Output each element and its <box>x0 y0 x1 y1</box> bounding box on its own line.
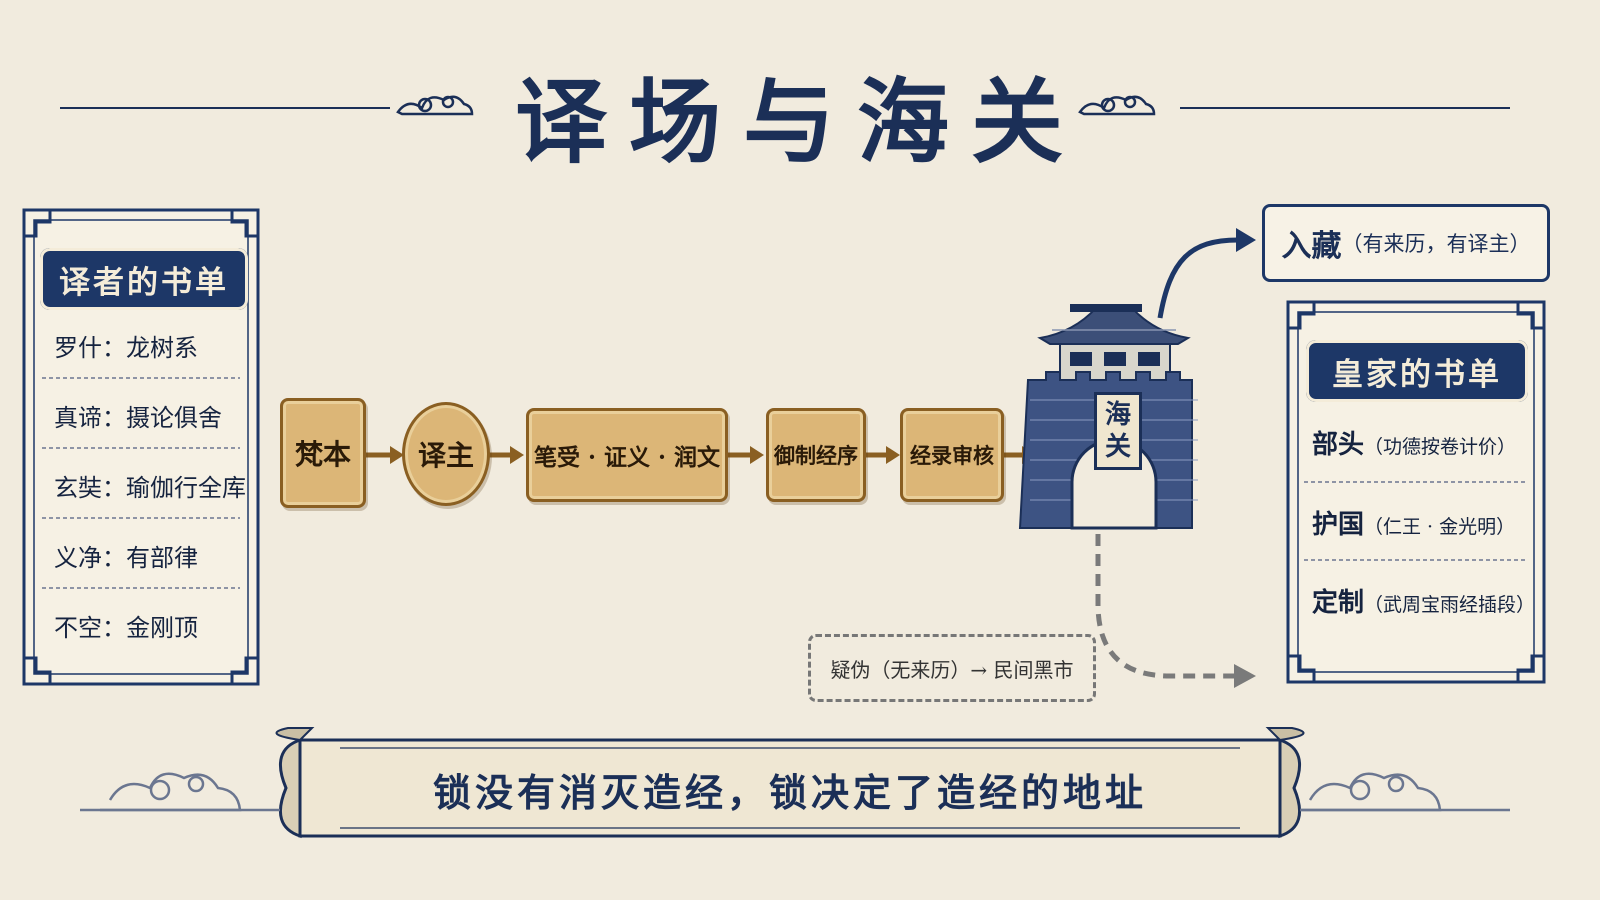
flow-step-imperial-preface: 御制经序 <box>766 408 866 502</box>
accepted-outcome-box: 入藏 （有来历，有译主） <box>1262 204 1550 282</box>
flow-step-sanskrit: 梵本 <box>280 398 366 508</box>
royal-item-main: 护国 <box>1312 510 1365 540</box>
cloud-ornament-right-icon <box>1078 95 1156 116</box>
royal-list-item: 护国（仁王 · 金光明） <box>1312 504 1515 541</box>
translator-item: 不空：金刚顶 <box>54 614 198 642</box>
cloud-ornament-bottom-right-icon <box>1300 772 1510 812</box>
customs-gate-sign: 海 关 <box>1094 392 1142 470</box>
right-panel-title: 皇家的书单 <box>1306 340 1528 402</box>
translator-item: 真谛：摄论俱舍 <box>54 404 222 432</box>
royal-item-sub: （武周宝雨经插段） <box>1364 594 1536 616</box>
page-title: 译场与海关 <box>514 68 1085 176</box>
accepted-sub: （有来历，有译主） <box>1341 232 1531 256</box>
royal-item-main: 定制 <box>1312 588 1365 618</box>
rejected-outcome-box: 疑伪（无来历）→ 民间黑市 <box>808 634 1096 702</box>
translator-item: 义净：有部律 <box>54 544 198 572</box>
royal-item-sub: （仁王 · 金光明） <box>1364 516 1516 538</box>
left-panel-title: 译者的书单 <box>40 248 248 310</box>
royal-item-main: 部头 <box>1312 430 1365 460</box>
scroll-banner <box>275 727 1305 839</box>
conclusion-banner-text: 锁没有消灭造经，锁决定了造经的地址 <box>432 770 1147 815</box>
royal-item-sub: （功德按卷计价） <box>1364 436 1517 458</box>
translator-item: 玄奘：瑜伽行全库 <box>54 474 246 502</box>
flow-step-translation-team: 笔受 · 证义 · 润文 <box>526 408 728 502</box>
accepted-arrow <box>1157 237 1239 319</box>
flow-step-catalog-review: 经录审核 <box>900 408 1004 502</box>
accepted-main: 入藏 <box>1281 229 1342 264</box>
translator-item: 罗什：龙树系 <box>54 334 198 362</box>
royal-list-item: 定制（武周宝雨经插段） <box>1312 582 1535 619</box>
rejected-arrow <box>1095 534 1236 679</box>
gate-sign-char: 海 <box>1104 400 1131 430</box>
cloud-ornament-left-icon <box>396 95 474 116</box>
royal-list-item: 部头（功德按卷计价） <box>1312 424 1516 461</box>
gate-sign-char: 关 <box>1104 432 1131 462</box>
flow-step-chief-translator: 译主 <box>402 402 490 506</box>
cloud-ornament-bottom-left-icon <box>80 772 280 812</box>
